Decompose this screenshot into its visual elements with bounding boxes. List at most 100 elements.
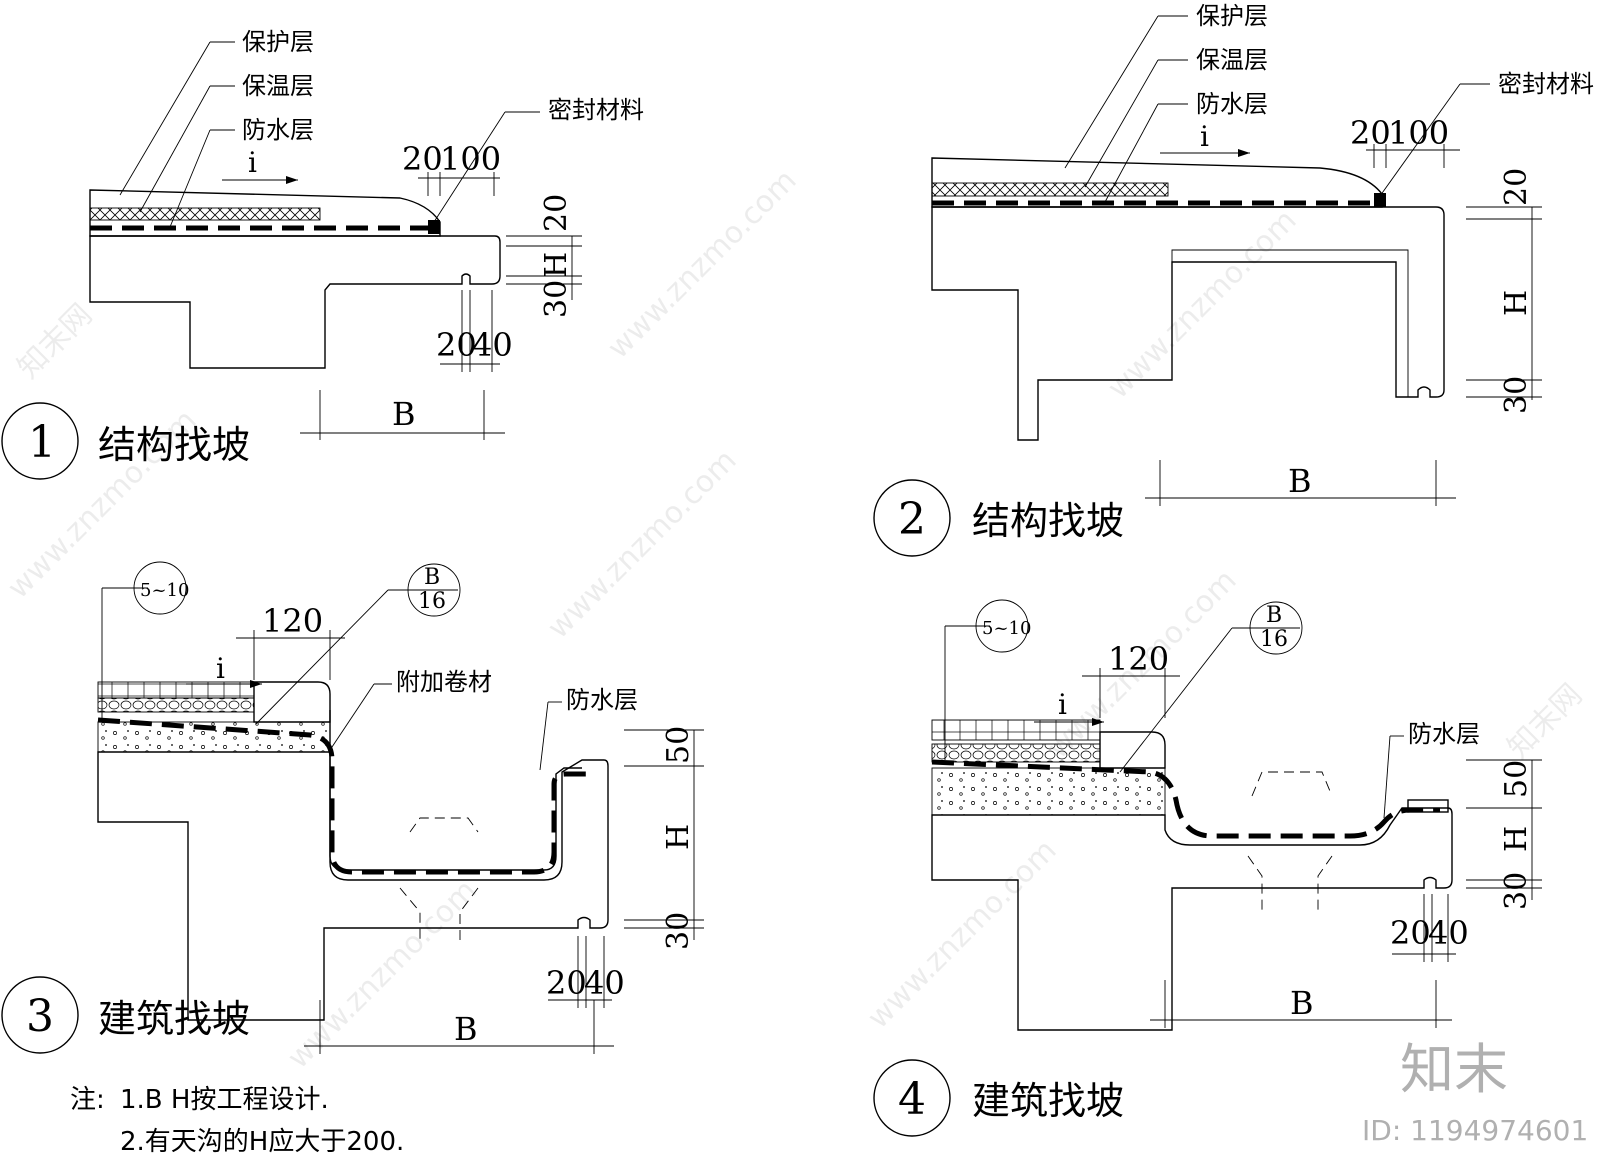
detail-4-curb [1099,731,1166,769]
detail-4-ref-a-circle [975,599,1029,653]
detail-3: 5~10 B 16 120 i 附加卷材 防水层 50 H 30 20 40 B… [1,561,704,1054]
detail-1-dim-right-h: H [539,252,574,278]
detail-3-dim-bottom-b: 40 [584,964,625,1002]
detail-2-label-insulate: 保温层 [1196,46,1268,74]
detail-1-dim-right-b: 30 [539,280,574,318]
detail-4-screed [931,767,1166,816]
detail-2-number: 2 [898,494,926,545]
detail-3-dim-right-h: H [661,824,696,850]
detail-2-opening [1171,249,1409,398]
detail-4-ref-b-circle [1249,601,1303,655]
detail-2-label-protect: 保护层 [1196,2,1268,30]
detail-1-slope-label: i [248,146,257,179]
watermark-brand: 知末网 [11,297,99,385]
detail-4-drain [1247,771,1333,912]
detail-1-number-circle [1,402,79,480]
detail-2-title: 结构找坡 [972,499,1124,543]
watermark-logo: 知末 [1400,1038,1508,1101]
detail-1-slab [89,235,501,369]
watermark-brand: 知末网 [1501,677,1589,765]
detail-3-ref-b-circle [407,563,461,617]
detail-3-waterproof [97,717,590,875]
detail-2-slope-label: i [1200,120,1209,153]
detail-4-ref-a: 5~10 [982,618,1031,639]
detail-1-dim-right-a: 20 [539,194,574,232]
notes: 注: 1.B H按工程设计. 2.有天沟的H应大于200. [70,1085,404,1157]
detail-3-dim-right-b: 30 [661,912,696,950]
detail-3-label-waterproof: 防水层 [566,686,638,714]
detail-2-dim-right-h: H [1499,290,1534,316]
detail-2-insulation [931,182,1169,197]
detail-3-slab [97,751,609,1021]
detail-4-dim-right-a: 50 [1499,760,1534,798]
detail-4-dim-bottom-a: 20 [1390,914,1431,952]
detail-1-label-seal: 密封材料 [548,96,644,124]
detail-2-sealant [1374,193,1386,207]
notes-line-1: 1.B H按工程设计. [120,1085,329,1115]
detail-4-ref-b-bottom: 16 [1260,627,1288,652]
detail-2-dim-right-a: 20 [1499,168,1534,206]
detail-4-slab [931,807,1453,1031]
detail-3-number-circle [1,976,79,1054]
notes-line-2: 2.有天沟的H应大于200. [120,1127,404,1157]
detail-2-label-waterproof: 防水层 [1196,90,1268,118]
detail-4-number: 4 [898,1074,926,1125]
detail-4-paving [931,719,1101,741]
detail-3-slope-label: i [216,652,225,685]
detail-4-dim-right-h: H [1499,826,1534,852]
detail-4-title: 建筑找坡 [972,1079,1124,1123]
detail-4-slope-label: i [1058,688,1067,721]
detail-1-dim-top-a: 20 [402,140,443,178]
detail-2-dim-right-b: 30 [1499,376,1534,414]
detail-1-dim-top-b: 100 [440,140,501,178]
detail-3-dim-bottom-a: 20 [546,964,587,1002]
watermark-site: www.znzmo.com [1041,563,1244,766]
detail-1-sealant [428,220,440,234]
detail-3-insulation [97,697,255,713]
detail-4-dim-right-b: 30 [1499,872,1534,910]
detail-3-ref-b-bottom: 16 [418,589,446,614]
detail-3-curb [253,681,331,723]
watermark-site: www.znzmo.com [541,443,744,646]
detail-3-dim-120: 120 [262,602,323,640]
detail-4-dim-120: 120 [1108,640,1169,678]
detail-1-dim-width: B [392,395,416,433]
detail-1-label-waterproof: 防水层 [242,116,314,144]
detail-4-cap [1407,799,1449,813]
watermark-site: www.znzmo.com [601,163,804,366]
detail-3-ref-a: 5~10 [140,580,189,601]
notes-prefix: 注: [70,1085,105,1115]
detail-4-ref-b-top: B [1266,603,1282,628]
detail-4-label-waterproof: 防水层 [1408,720,1480,748]
detail-2-number-circle [873,479,951,557]
detail-2-dim-width: B [1288,462,1312,500]
detail-4-dim-bottom-b: 40 [1428,914,1469,952]
detail-1-number: 1 [28,417,56,468]
detail-3-drain [399,817,479,940]
detail-3-ref-b-top: B [424,565,440,590]
detail-2-screed [931,157,1383,208]
detail-4-number-circle [873,1059,951,1137]
watermark-id: ID: 1194974601 [1362,1114,1588,1147]
detail-3-number: 3 [26,991,54,1042]
detail-2: 保护层 保温层 防水层 密封材料 i 20 100 20 H 30 B 2 结构… [873,2,1594,557]
detail-3-dim-right-a: 50 [661,726,696,764]
detail-3-dim-width: B [454,1010,478,1048]
detail-1-insulation [89,207,321,221]
detail-2-dim-top-a: 20 [1350,114,1391,152]
detail-3-label-extra: 附加卷材 [396,668,492,696]
detail-1-label-insulate: 保温层 [242,72,314,100]
detail-4-waterproof [931,759,1440,839]
detail-4: 5~10 B 16 120 i 防水层 50 H 30 20 40 B 4 建筑… [873,599,1542,1137]
detail-2-dim-top-b: 100 [1388,114,1449,152]
detail-1: 保护层 保温层 防水层 密封材料 i 20 100 20 H 30 20 40 … [1,28,644,480]
detail-1-label-protect: 保护层 [242,28,314,56]
detail-1-dim-bottom-b: 40 [472,326,513,364]
watermark-site: www.znzmo.com [1101,203,1304,406]
detail-3-title: 建筑找坡 [98,997,250,1041]
detail-1-dim-bottom-a: 20 [436,326,477,364]
detail-3-ref-a-circle [133,561,187,615]
detail-2-label-seal: 密封材料 [1498,70,1594,98]
detail-1-title: 结构找坡 [98,423,250,467]
